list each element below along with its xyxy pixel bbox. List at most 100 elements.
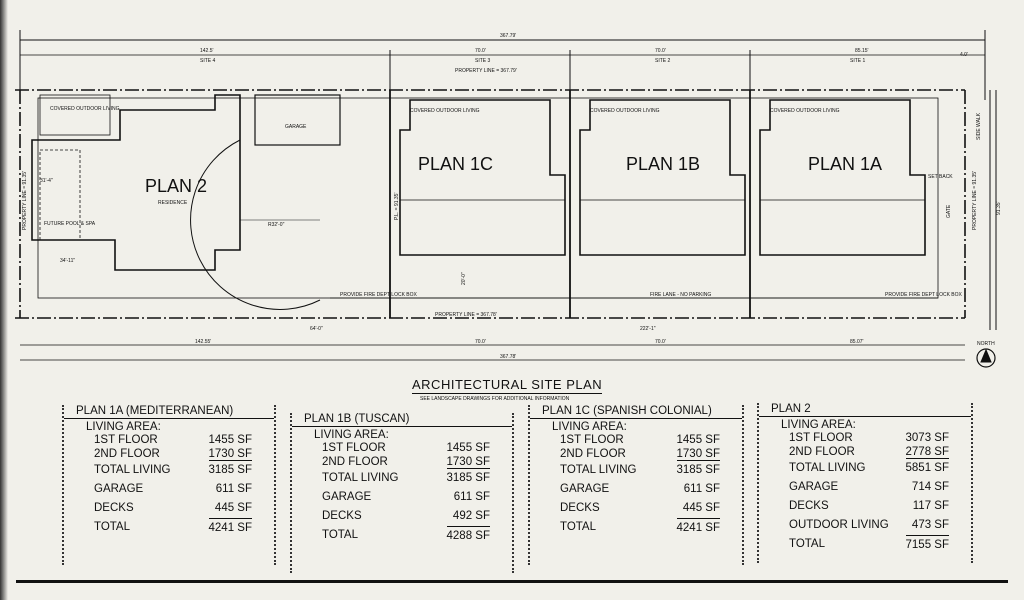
area-value: 117 SF — [912, 500, 949, 512]
area-label: 2ND FLOOR — [560, 448, 626, 460]
scan-edge — [0, 0, 8, 600]
area-value: 1730 SF — [676, 448, 720, 461]
plan-name: PLAN 1A (MEDITERRANEAN) — [64, 405, 274, 419]
area-label: DECKS — [322, 510, 362, 522]
dim-site4: 142.5' — [200, 48, 214, 54]
page-title: ARCHITECTURAL SITE PLAN — [412, 377, 603, 394]
area-label: DECKS — [789, 500, 829, 512]
dim-site1: 85.15' — [855, 48, 869, 54]
plan-1a-area-table: PLAN 1A (MEDITERRANEAN)LIVING AREA:1ST F… — [62, 405, 276, 565]
overall-dim-bottom: 367.78' — [500, 354, 516, 360]
dim-222: 222'-1" — [640, 326, 656, 332]
area-label: OUTDOOR LIVING — [789, 519, 889, 531]
bottom-dim-site4: 142.55' — [195, 339, 211, 345]
area-label: 1ST FLOOR — [322, 442, 386, 454]
property-line-left: PROPERTY LINE = 91.35' — [22, 171, 28, 230]
setback-label: SET BACK — [928, 174, 953, 180]
area-label: DECKS — [94, 502, 134, 514]
bottom-dim-site3: 70.0' — [475, 339, 486, 345]
area-label: GARAGE — [789, 481, 839, 493]
bottom-dim-site2: 70.0' — [655, 339, 666, 345]
unit-plan1a: PLAN 1A COVERED OUTDOOR LIVING — [759, 99, 926, 256]
label-site3: SITE 3 — [475, 58, 491, 64]
area-row: DECKS 117 SF — [759, 497, 971, 516]
area-label: GARAGE — [560, 483, 610, 495]
bottom-dim-site1: 85.07' — [850, 339, 864, 345]
area-label: TOTAL — [322, 529, 358, 541]
area-value: 1730 SF — [446, 456, 490, 469]
area-value: 7155 SF — [905, 535, 949, 554]
area-value: 473 SF — [911, 519, 949, 531]
area-label: 1ST FLOOR — [789, 432, 853, 444]
area-row: TOTAL LIVING 5851 SF — [759, 459, 971, 478]
sidewalk-label: SIDE WALK — [976, 112, 982, 140]
area-value: 611 SF — [453, 491, 490, 503]
gate-label: GATE — [946, 204, 952, 218]
pl-mid: P.L. = 91.35' — [394, 193, 400, 220]
area-value: 4288 SF — [446, 526, 490, 545]
area-value: 4241 SF — [676, 518, 720, 537]
overall-dim-top: 367.79' — [500, 33, 516, 39]
property-line-bottom: PROPERTY LINE = 367.78' — [435, 312, 497, 318]
dim-sidewalk: 4.0' — [960, 52, 968, 58]
area-value: 1455 SF — [676, 434, 720, 446]
plan1b-label: PLAN 1B — [626, 154, 700, 174]
area-value: 445 SF — [214, 502, 252, 514]
covered-outdoor-living-1c: COVERED OUTDOOR LIVING — [410, 108, 480, 114]
north-arrow-icon: NORTH — [976, 341, 996, 368]
dim-34: 34'-11" — [60, 258, 75, 264]
plan-name: PLAN 1C (SPANISH COLONIAL) — [530, 405, 742, 419]
right-dim: 91.35' — [996, 201, 1002, 215]
area-row: GARAGE 714 SF — [759, 478, 971, 497]
living-area-label: LIVING AREA: — [781, 419, 856, 431]
area-value: 3073 SF — [905, 432, 949, 444]
plan2-label: PLAN 2 — [145, 176, 207, 196]
area-label: TOTAL — [560, 521, 596, 533]
area-value: 492 SF — [452, 510, 490, 522]
area-value: 3185 SF — [676, 464, 720, 476]
area-row: 1ST FLOOR 3073 SF — [759, 431, 971, 445]
dim-31: 31'-4" — [40, 178, 53, 184]
area-row: TOTAL 4288 SF — [292, 526, 512, 545]
future-pool: FUTURE POOL & SPA — [44, 221, 96, 227]
area-value: 4241 SF — [208, 518, 252, 537]
lock-box-label-left: PROVIDE FIRE DEPT LOCK BOX — [340, 292, 418, 298]
area-value: 3185 SF — [446, 472, 490, 484]
living-area-label: LIVING AREA: — [552, 421, 627, 433]
dim-site3: 70.0' — [475, 48, 486, 54]
dim-20: 20'-0" — [461, 272, 467, 285]
lock-box-label-right: PROVIDE FIRE DEPT LOCK BOX — [885, 292, 963, 298]
area-label: 1ST FLOOR — [560, 434, 624, 446]
area-value: 714 SF — [911, 481, 949, 493]
property-line-top: PROPERTY LINE = 367.79' — [455, 68, 517, 74]
area-row: 2ND FLOOR 1730 SF — [530, 447, 742, 461]
area-value: 1730 SF — [208, 448, 252, 461]
dim-64: 64'-0" — [310, 326, 323, 332]
area-row: DECKS 445 SF — [64, 499, 274, 518]
covered-outdoor-living-plan2: COVERED OUTDOOR LIVING — [50, 106, 120, 112]
area-label: TOTAL LIVING — [789, 462, 866, 474]
plan1c-label: PLAN 1C — [418, 154, 493, 174]
area-value: 611 SF — [215, 483, 252, 495]
page-subtitle: SEE LANDSCAPE DRAWINGS FOR ADDITIONAL IN… — [420, 396, 570, 402]
north-label: NORTH — [977, 341, 995, 347]
residence-label: RESIDENCE — [158, 200, 188, 206]
living-area-label: LIVING AREA: — [86, 421, 161, 433]
area-value: 445 SF — [682, 502, 720, 514]
area-value: 5851 SF — [905, 462, 949, 474]
dim-site2: 70.0' — [655, 48, 666, 54]
radius-label: R32'-0" — [268, 222, 285, 228]
area-value: 1455 SF — [208, 434, 252, 446]
area-row: DECKS 492 SF — [292, 507, 512, 526]
